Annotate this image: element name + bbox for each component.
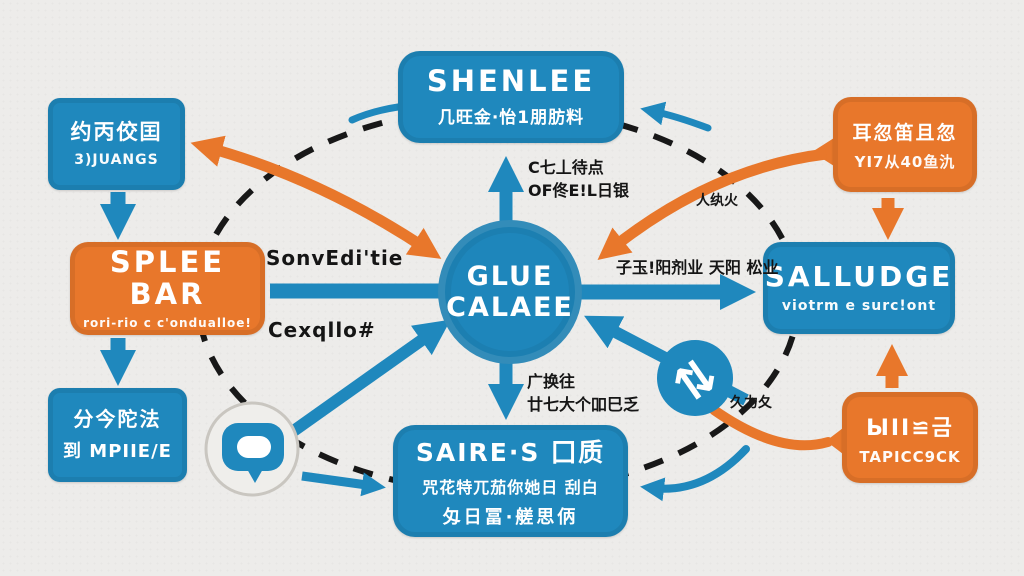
arrow-curve-to-saires (640, 445, 750, 502)
sync-arrows-icon: ⇅ (657, 340, 733, 416)
node-top-right-title: 耳忽笛且忽 (852, 121, 958, 144)
node-mid-left-subtitle: rori-rio c c'ondualloe! (83, 316, 252, 331)
node-bottom-right: ЫII≌금 TAPICC9CK (842, 392, 978, 483)
node-top-right-subtitle: YI7从40鱼氿 (854, 152, 956, 171)
cycle-arrow-top-right (640, 101, 712, 132)
node-top-right: 耳忽笛且忽 YI7从40鱼氿 (833, 97, 977, 192)
label-top-right-note: 人纨火 (696, 193, 738, 209)
node-mid-left: SPLEE BAR rori-rio c c'ondualloe! (70, 242, 265, 335)
node-bottom-center-line3: 匁日冨·艖思㑂 (442, 507, 579, 528)
node-hub-line2: CALAEE (446, 292, 574, 323)
label-above-center-line1: C七丄待点 (528, 158, 604, 177)
arrow-chaticon-to-saires (301, 471, 386, 497)
label-right-of-center: 子玉!阳剂业 天阳 松业 (616, 258, 779, 277)
node-bottom-right-line2: TAPICC9CK (859, 447, 961, 466)
label-bottom-right-note: 久力夂 (730, 395, 772, 411)
node-bottom-left: 分今陀法 到 MPIIE/E (48, 388, 187, 482)
label-left-lower: Cexqllo# (268, 318, 376, 342)
node-mid-left-title: SPLEE BAR (109, 244, 226, 311)
node-top-center-subtitle: 几旺金·怡1朋肪料 (437, 108, 585, 129)
speech-bubble-icon (204, 401, 300, 497)
node-hub: GLUE CALAEE (438, 220, 582, 364)
arrow-bottomleft-to-hub (274, 319, 451, 447)
node-top-left-subtitle: 3)JUANGS (74, 151, 159, 168)
node-hub-line1: GLUE (466, 260, 554, 292)
label-left-upper: SonvEdi'tie (266, 246, 404, 270)
node-mid-right-title: SALLUDGE (764, 259, 954, 293)
label-above-center: C七丄待点 OF佟E!L日银 (528, 156, 629, 202)
curve-to-bottomright-box (709, 405, 833, 451)
label-below-center-line2: 廿七大个吅巳乏 (527, 395, 640, 415)
node-bottom-left-line1: 分今陀法 (73, 407, 162, 431)
node-top-left: 约丙佼囯 3)JUANGS (48, 98, 185, 190)
node-top-center: SHENLEE 几旺金·怡1朋肪料 (398, 51, 624, 143)
node-bottom-center: SAIRE·S 囗质 咒花特兀茄你她日 刮白 匁日冨·艖思㑂 (393, 425, 628, 537)
node-top-center-title: SHENLEE (426, 63, 596, 98)
label-above-center-line2: OF佟E!L日银 (528, 181, 629, 201)
cycle-segment-top-left (348, 103, 402, 124)
label-below-center: 广换往 廿七大个吅巳乏 (527, 370, 639, 416)
arrow-topright-to-hub (597, 148, 827, 261)
node-top-left-title: 约丙佼囯 (70, 120, 163, 145)
node-bottom-center-line1: SAIRE·S 囗质 (415, 438, 606, 467)
node-bottom-left-line2: 到 MPIIE/E (63, 441, 172, 462)
node-mid-right: SALLUDGE viotrm e surc!ont (763, 242, 955, 334)
arrow-topleft-center-double (190, 135, 442, 259)
node-bottom-center-line2: 咒花特兀茄你她日 刮白 (422, 478, 599, 497)
node-mid-right-subtitle: viotrm e surc!ont (781, 298, 937, 315)
node-bottom-right-line1: ЫII≌금 (866, 415, 954, 441)
label-below-center-line1: 广换往 (527, 372, 576, 391)
